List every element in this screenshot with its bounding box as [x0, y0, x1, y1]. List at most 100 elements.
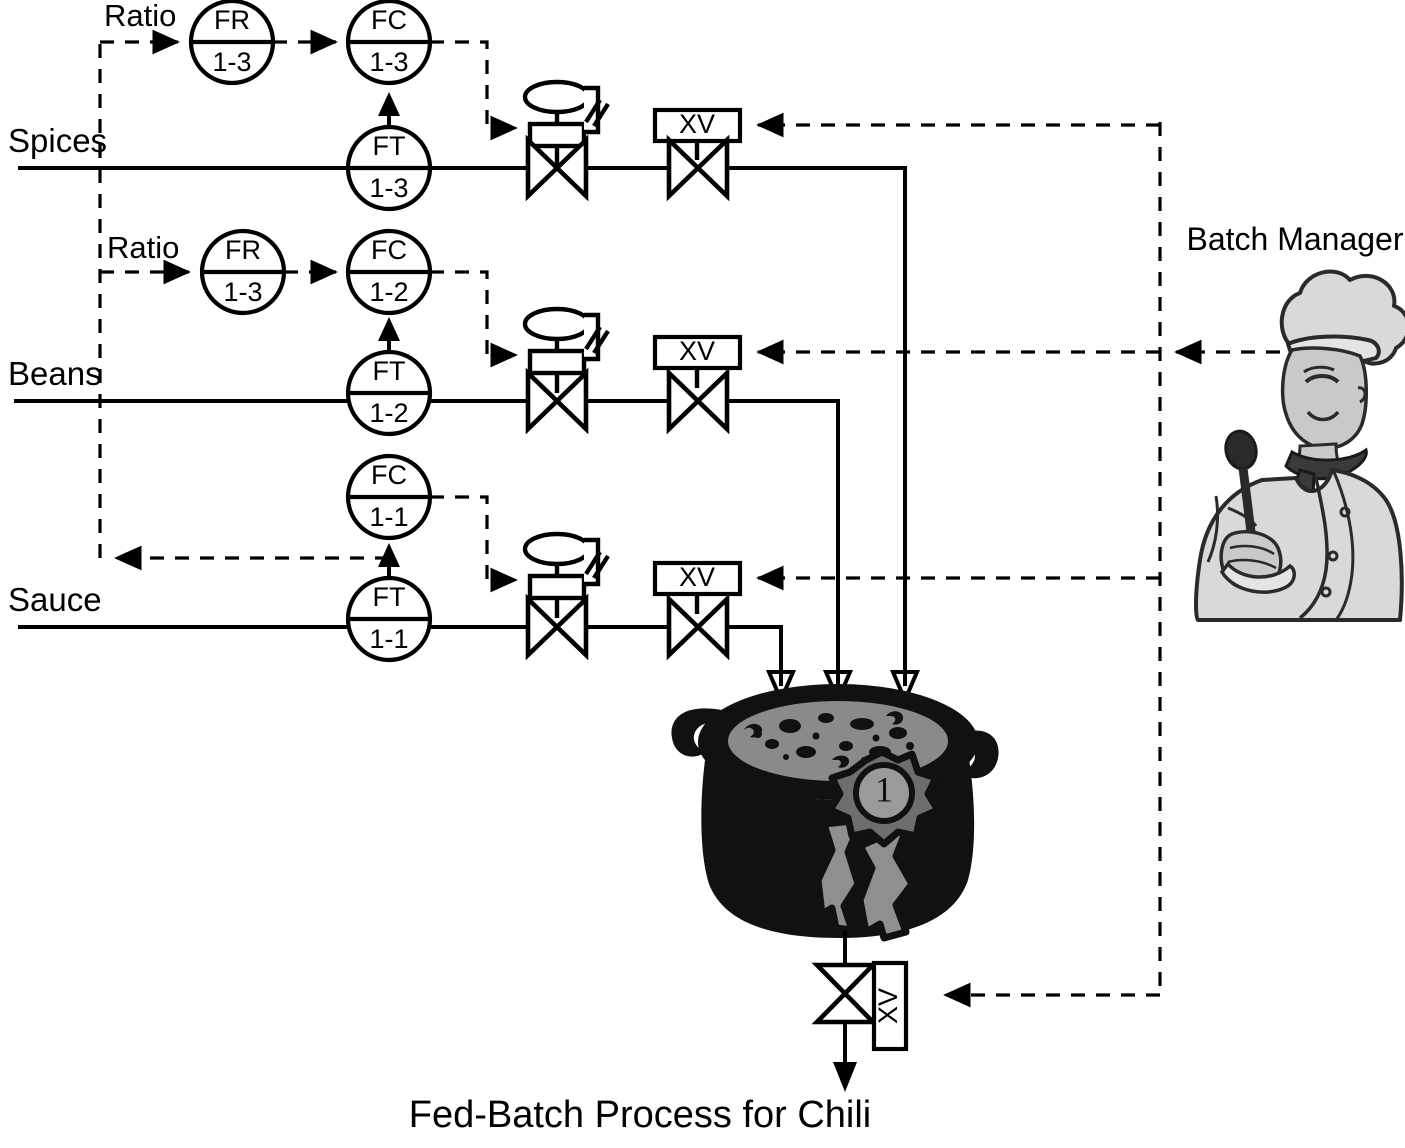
- xv-sauce-bowtie[interactable]: [666, 593, 730, 661]
- ft-spices-tag-bottom: 1-3: [369, 173, 408, 203]
- cv-sauce-slash-2: [592, 554, 610, 580]
- stream-spices: Spices FT 1-3 FC 1-3 FR 1-3 Ratio: [8, 0, 1160, 706]
- shutoff-valve-sauce[interactable]: XV: [652, 560, 743, 661]
- instrument-fr-beans[interactable]: FR 1-3: [199, 228, 287, 316]
- fc-spices-tag-top: FC: [371, 5, 407, 35]
- chef-coat-lapel: [1298, 477, 1329, 620]
- sauce-pipe-arrowhead: [765, 670, 797, 706]
- ratio-label-spices: Ratio: [104, 0, 176, 33]
- fc-sauce-tag-bottom: 1-1: [369, 502, 408, 532]
- spices-pipe-to-pot: [728, 166, 907, 686]
- chef-smile: [1306, 410, 1340, 422]
- chef-hand-fingers-2: [1227, 558, 1277, 570]
- pot-contents-chunks: [744, 711, 914, 768]
- signal-fc-to-valve-beans: [430, 270, 518, 368]
- chef-spoon-handle: [1238, 467, 1257, 541]
- control-valve-spices[interactable]: [522, 79, 610, 202]
- ratio-label-beans: Ratio: [107, 230, 179, 265]
- figure-title: Fed-Batch Process for Chili: [409, 1094, 872, 1136]
- xv-beans-label: XV: [679, 336, 715, 366]
- signal-fc-to-valve-spices: [430, 40, 518, 141]
- cv-beans-positioner[interactable]: [527, 348, 587, 376]
- cv-sauce-slash-1: [584, 550, 602, 576]
- chef-cuff: [1219, 561, 1296, 594]
- drain-xv-label: XV: [873, 988, 903, 1024]
- drain-xv-bowtie[interactable]: [811, 962, 879, 1025]
- cv-beans-slash-2: [592, 329, 610, 355]
- cv-spices-slash-1: [584, 98, 602, 124]
- instrument-ft-sauce[interactable]: FT 1-1: [345, 575, 433, 663]
- instrument-ft-spices[interactable]: FT 1-3: [345, 124, 433, 212]
- chef-sleeve-crease: [1206, 495, 1220, 563]
- cv-sauce-bowtie[interactable]: [525, 593, 589, 661]
- stream-sauce: Sauce FT 1-1 FC 1-1 XV: [8, 453, 1160, 706]
- cv-sauce-positioner[interactable]: [527, 573, 587, 601]
- drain-assembly: XV: [811, 930, 909, 1092]
- fc-spices-tag-bottom: 1-3: [369, 47, 408, 77]
- fr-spices-tag-bottom: 1-3: [212, 47, 251, 77]
- fr-beans-tag-top: FR: [225, 235, 261, 265]
- xv-sauce-box[interactable]: [652, 560, 743, 597]
- ribbon-tail-left: [814, 816, 866, 934]
- chef-coat-seam: [1332, 471, 1355, 621]
- control-valve-sauce[interactable]: [522, 531, 610, 661]
- chef-spoon-bowl: [1224, 429, 1258, 471]
- ft-sauce-tag-bottom: 1-1: [369, 624, 408, 654]
- ft-spices-to-fc-arrow: [378, 92, 400, 116]
- ft-beans-to-fc-arrow: [378, 317, 400, 341]
- instrument-fr-spices[interactable]: FR 1-3: [188, 0, 276, 86]
- instrument-fc-beans[interactable]: FC 1-2: [345, 228, 433, 316]
- fr-spices-tag-top: FR: [214, 5, 250, 35]
- prize-ribbon: 1: [814, 748, 942, 942]
- drain-xv-box[interactable]: [871, 960, 909, 1052]
- xv-spices-label: XV: [679, 109, 715, 139]
- cv-beans-bowtie[interactable]: [525, 367, 589, 435]
- shutoff-valve-spices[interactable]: XV: [652, 107, 743, 202]
- cv-sauce-diaphragm: [522, 531, 592, 567]
- cv-spices-diaphragm: [522, 79, 592, 115]
- cv-spices-slash-2: [592, 102, 610, 128]
- fc-beans-tag-bottom: 1-2: [369, 277, 408, 307]
- chef-eye-closed: [1304, 374, 1340, 384]
- fc-sauce-tag-top: FC: [371, 460, 407, 490]
- chef-coat-button-1: [1339, 506, 1351, 518]
- chef-ear: [1357, 386, 1367, 404]
- cv-spices-positioner[interactable]: [527, 121, 587, 149]
- xv-spices-box[interactable]: [652, 107, 743, 144]
- xv-beans-bowtie[interactable]: [666, 367, 730, 435]
- stream-label-beans: Beans: [8, 355, 102, 392]
- cv-spices-bowtie[interactable]: [525, 134, 589, 202]
- cv-beans-diaphragm: [522, 306, 592, 342]
- instrument-fc-sauce[interactable]: FC 1-1: [345, 453, 433, 541]
- chili-pot: 1: [671, 684, 999, 942]
- ft-beans-tag-bottom: 1-2: [369, 398, 408, 428]
- ft-sauce-tag-top: FT: [373, 582, 406, 612]
- beans-pipe-to-pot: [728, 399, 840, 686]
- drain-shutoff-valve[interactable]: XV: [811, 960, 909, 1052]
- shutoff-valve-beans[interactable]: XV: [652, 334, 743, 435]
- ribbon-tail-right: [856, 821, 916, 942]
- xv-sauce-label: XV: [679, 562, 715, 592]
- xv-spices-bowtie[interactable]: [666, 134, 730, 202]
- ft-sauce-to-fc-arrow: [378, 543, 400, 567]
- control-valve-beans[interactable]: [522, 306, 610, 435]
- chef-face: [1280, 346, 1369, 450]
- instrument-fc-spices[interactable]: FC 1-3: [345, 0, 433, 86]
- chef-hand-fingers-1: [1229, 544, 1275, 556]
- signal-fc-to-valve-sauce: [430, 495, 518, 593]
- ribbon-badge-number: 1: [875, 769, 893, 809]
- drain-pipe-arrowhead: [833, 1062, 857, 1092]
- fr-beans-tag-bottom: 1-3: [223, 277, 262, 307]
- batch-manager-label: Batch Manager: [1186, 221, 1403, 257]
- ft-beans-tag-top: FT: [373, 356, 406, 386]
- stream-label-sauce: Sauce: [8, 581, 102, 618]
- fc-beans-tag-top: FC: [371, 235, 407, 265]
- stream-label-spices: Spices: [8, 122, 107, 159]
- sauce-pipe-to-pot: [728, 625, 783, 686]
- chef-coat-button-2: [1327, 550, 1339, 562]
- cv-beans-slash-1: [584, 325, 602, 351]
- batch-manager-figure: Batch Manager: [1186, 221, 1405, 622]
- instrument-ft-beans[interactable]: FT 1-2: [345, 349, 433, 437]
